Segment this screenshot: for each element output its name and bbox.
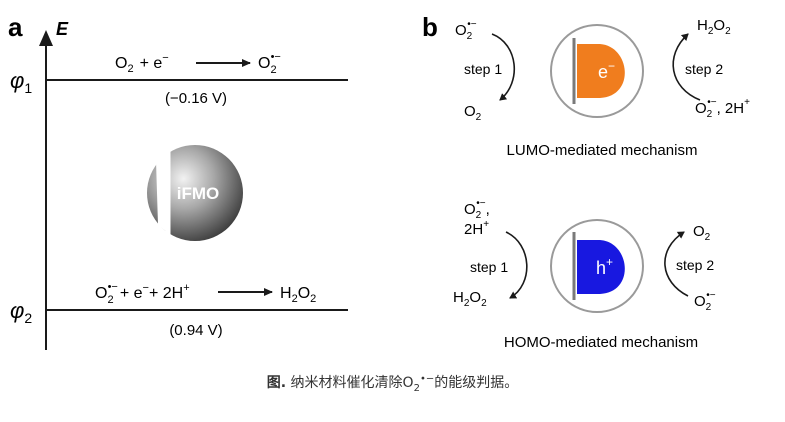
lumo-step2-arrow (672, 33, 701, 101)
homo-top-right-species: O2 (693, 223, 711, 243)
reaction-bottom-left: O2•−+ e−+ 2H+ (95, 281, 190, 306)
homo-top-left-species: O2•−, (464, 198, 490, 221)
reaction-bottom-product: H2O2 (280, 285, 316, 305)
reaction-top-product: O2•− (258, 51, 281, 76)
lumo-inner-label: e− (598, 59, 615, 82)
panel-b-label: b (422, 12, 438, 42)
lumo-step1-label: step 1 (464, 61, 502, 77)
lumo-bottom-left-species: O2 (464, 103, 482, 123)
homo-mechanism: O2•−, 2H+ step 1 H2O2 h+ O2 step 2 O2•− … (453, 198, 716, 351)
homo-step2-label: step 2 (676, 257, 714, 273)
phi2-label: φ2 (10, 298, 32, 326)
ifmo-sphere: iFMO (147, 145, 243, 241)
figure-caption-sub: 2 (413, 382, 420, 394)
lumo-bottom-right-species: O2•−, 2H+ (695, 97, 750, 120)
lumo-electron-blob (577, 44, 625, 98)
figure-caption-text: 纳米材料催化清除O (286, 375, 414, 391)
homo-inner-label: h+ (596, 255, 613, 278)
homo-bottom-left-species: H2O2 (453, 289, 487, 309)
lumo-step2-label: step 2 (685, 61, 723, 77)
homo-step1-arrow (505, 231, 528, 299)
lumo-mechanism: O2•− step 1 O2 e− H2O2 step 2 O2•−, 2H+ … (455, 17, 750, 159)
lumo-step1-arrow (491, 33, 515, 101)
potential-top: (−0.16 V) (165, 90, 227, 107)
panel-a-label: a (8, 12, 23, 42)
energy-axis-arrowhead (39, 30, 53, 46)
lumo-top-right-species: H2O2 (697, 17, 731, 37)
figure-caption-sup: •− (419, 373, 435, 385)
homo-step2-arrow (664, 231, 689, 297)
figure-caption: 图. 纳米材料催化清除O2•−的能级判据。 (0, 372, 785, 394)
reaction-top-left: O2+ e− (115, 52, 169, 75)
phi1-label: φ1 (10, 68, 32, 96)
lumo-top-left-species: O2•− (455, 19, 477, 42)
ifmo-label: iFMO (177, 184, 220, 203)
homo-caption: HOMO-mediated mechanism (504, 334, 698, 351)
homo-bottom-right-species: O2•− (694, 290, 716, 313)
figure-caption-prefix: 图. (266, 375, 287, 391)
energy-axis-label: E (56, 19, 69, 39)
homo-top-left-protons: 2H+ (464, 219, 489, 238)
figure-caption-suffix: 的能级判据。 (434, 375, 519, 391)
potential-bottom: (0.94 V) (169, 322, 222, 339)
homo-hole-blob (577, 240, 625, 294)
homo-step1-label: step 1 (470, 259, 508, 275)
lumo-caption: LUMO-mediated mechanism (507, 142, 698, 159)
